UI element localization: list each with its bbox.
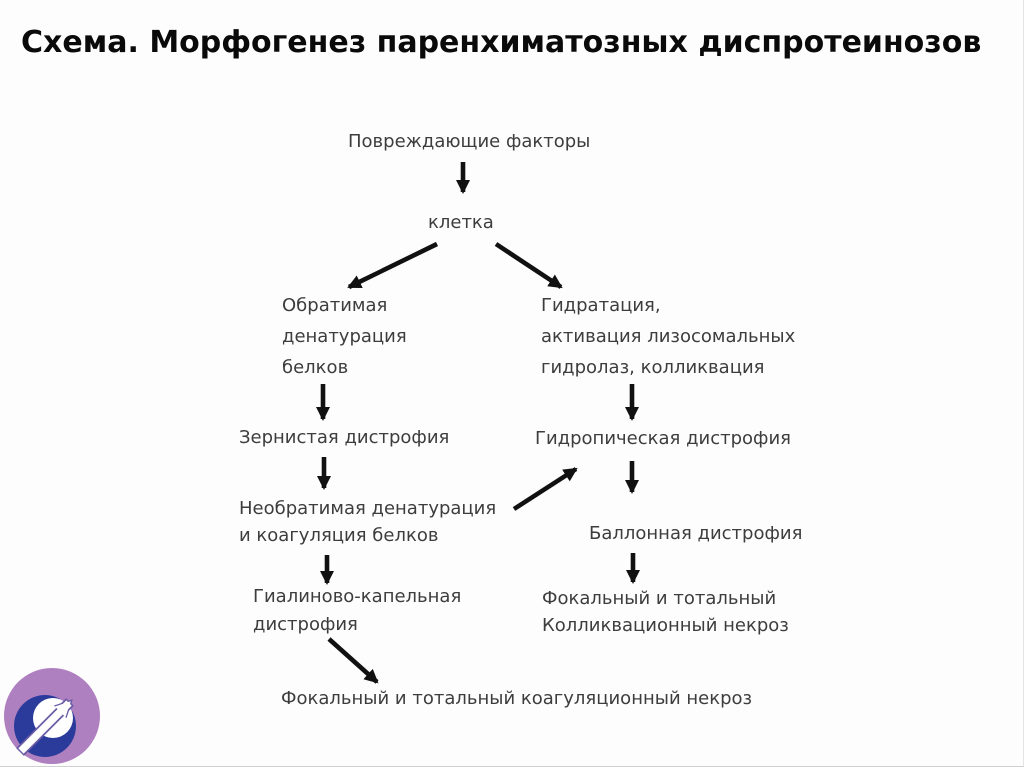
node-line: Фокальный и тотальный xyxy=(542,588,777,609)
node-granular-dystrophy: Зернистая дистрофия xyxy=(239,427,450,448)
arrow-hyaline-to-coagulative xyxy=(327,637,379,684)
node-balloon-dystrophy: Баллонная дистрофия xyxy=(589,523,803,544)
node-focal-total-colliquative-necrosis: Фокальный и тотальный Колликвационный не… xyxy=(542,585,789,639)
node-cell: клетка xyxy=(428,212,494,233)
node-line: Обратимая xyxy=(282,295,388,316)
arrow-cell-to-reversible xyxy=(347,241,439,290)
node-line: и коагуляция белков xyxy=(239,525,439,546)
node-line: дистрофия xyxy=(253,614,358,635)
node-line: белков xyxy=(282,357,349,378)
slide-title: Схема. Морфогенез паренхиматозных диспро… xyxy=(21,25,982,60)
node-line: активация лизосомальных xyxy=(541,326,796,347)
node-line: Необратимая денатурация xyxy=(239,498,497,519)
node-hydropic-dystrophy: Гидропическая дистрофия xyxy=(535,428,791,449)
arrow-cell-to-hydration xyxy=(494,242,563,289)
node-line: Гиалиново-капельная xyxy=(253,586,462,607)
node-line: гидролаз, колликвация xyxy=(541,357,765,378)
node-hyaline-droplet-dystrophy: Гиалиново-капельная дистрофия xyxy=(253,583,461,639)
node-damaging-factors: Повреждающие факторы xyxy=(348,131,591,152)
node-irreversible-denaturation: Необратимая денатурация и коагуляция бел… xyxy=(239,495,496,549)
logo xyxy=(0,660,110,766)
node-focal-total-coagulative-necrosis: Фокальный и тотальный коагуляционный нек… xyxy=(281,688,753,709)
node-line: Гидратация, xyxy=(541,295,661,316)
node-line: Колликвационный некроз xyxy=(542,615,789,636)
node-hydration: Гидратация, активация лизосомальных гидр… xyxy=(541,290,795,383)
node-line: денатурация xyxy=(282,326,407,347)
node-reversible-denaturation: Обратимая денатурация белков xyxy=(282,290,407,383)
logo-arrow-icon xyxy=(16,698,74,756)
arrow-irreversible-to-hydropic xyxy=(512,467,578,511)
